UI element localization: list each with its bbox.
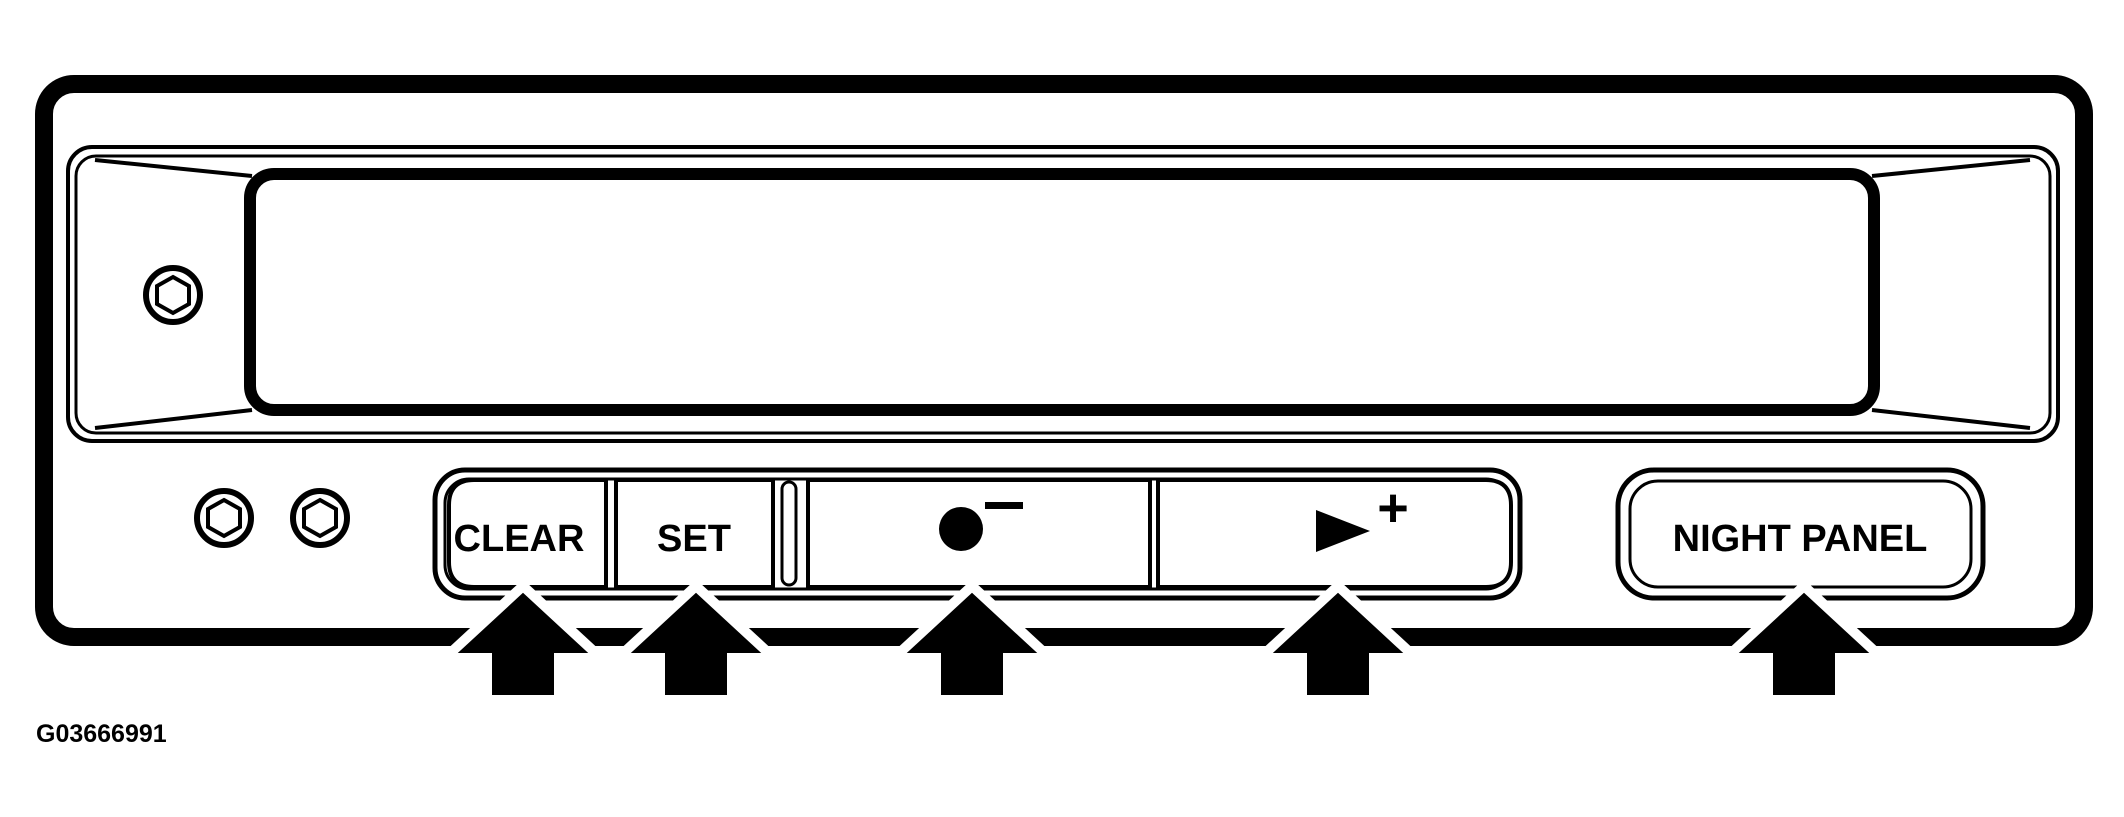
set-button-label: SET <box>657 518 731 560</box>
display-screen <box>244 168 1880 416</box>
screw-icon <box>194 488 254 548</box>
screw-icon <box>290 488 350 548</box>
clear-button[interactable]: CLEAR <box>447 478 608 589</box>
figure-id: G03666991 <box>36 720 167 748</box>
night-panel-button-label: NIGHT PANEL <box>1673 518 1928 560</box>
screw-icon <box>143 265 203 325</box>
plus-button[interactable]: + <box>1156 478 1513 589</box>
pointer-arrow-icon <box>1247 579 1429 705</box>
minus-button[interactable] <box>806 478 1152 589</box>
button-divider <box>780 480 798 587</box>
pointer-arrow-icon <box>1713 579 1895 705</box>
clear-button-label: CLEAR <box>454 518 585 560</box>
pointer-arrow-icon <box>881 579 1063 705</box>
plus-glyph: + <box>1377 478 1409 538</box>
pointer-arrow-icon <box>605 579 787 705</box>
night-panel-button[interactable]: NIGHT PANEL <box>1615 467 1986 601</box>
record-dot-minus-icon <box>939 502 1023 551</box>
set-button[interactable]: SET <box>614 478 775 589</box>
pointer-arrow-icon <box>432 579 614 705</box>
play-plus-icon: + <box>1316 478 1409 552</box>
screen-bezel <box>66 145 2060 443</box>
